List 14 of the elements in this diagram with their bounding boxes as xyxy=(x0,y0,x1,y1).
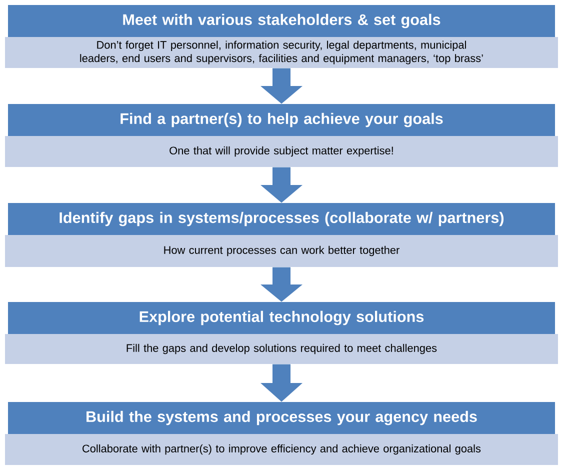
block-arrow xyxy=(260,68,302,104)
step-description: Collaborate with partner(s) to improve efficiency and achieve organizational goals xyxy=(5,434,558,465)
step-description: One that will provide subject matter expertise! xyxy=(5,136,558,167)
step-heading: Find a partner(s) to help achieve your goals xyxy=(8,104,555,136)
step-heading: Explore potential technology solutions xyxy=(8,302,555,334)
step-description: Don’t forget IT personnel, information security, legal departments, municipal leaders, end users and supervisors, facilities and equipment managers, ‘top brass’ xyxy=(5,37,558,68)
step-description: How current processes can work better together xyxy=(5,235,558,267)
block-arrow xyxy=(260,364,302,402)
block-arrow xyxy=(260,167,302,203)
step-description: Fill the gaps and develop solutions required to meet challenges xyxy=(5,334,558,364)
step-heading: Meet with various stakeholders & set goals xyxy=(8,5,555,37)
block-arrow xyxy=(260,267,302,302)
step-heading: Identify gaps in systems/processes (collaborate w/ partners) xyxy=(8,203,555,235)
step-heading: Build the systems and processes your agency needs xyxy=(8,402,555,434)
